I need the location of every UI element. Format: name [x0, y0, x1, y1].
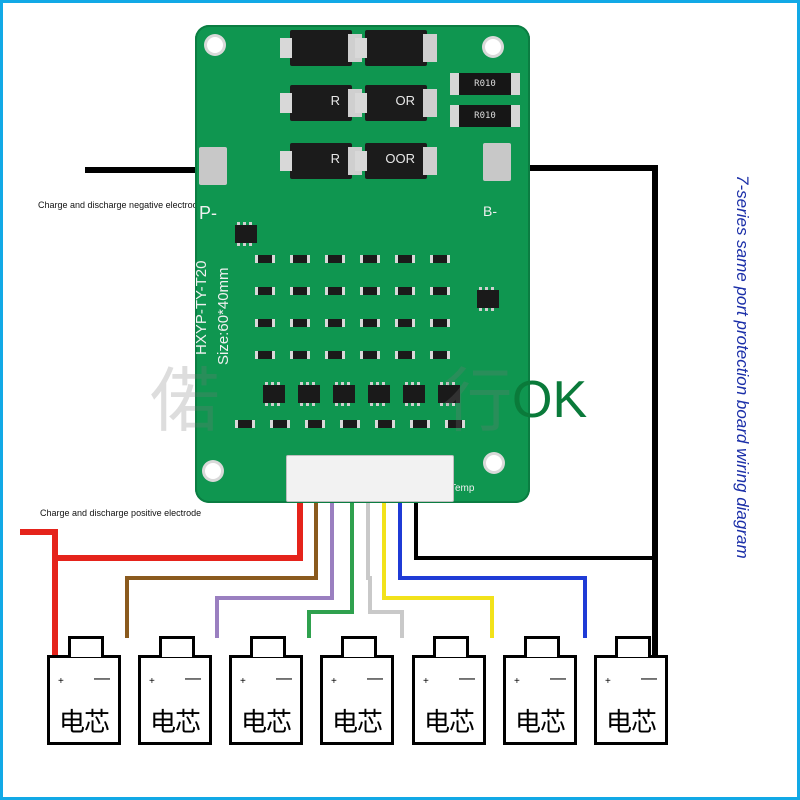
ic-chip	[477, 287, 499, 311]
watermark: 偌 行	[150, 360, 513, 442]
mosfet: OR	[355, 85, 437, 121]
wire-gray	[366, 495, 404, 638]
mount-hole	[205, 463, 221, 479]
battery-cell: +—电芯	[320, 636, 394, 745]
protection-board: R OR R OOR R010 R010 P- B- HXYP-TY-T20 S…	[193, 25, 530, 503]
wire-black-sense	[414, 495, 655, 560]
mosfet	[355, 30, 437, 66]
mosfet: R	[280, 85, 362, 121]
balance-connector	[286, 455, 454, 502]
shunt-resistor: R010	[450, 105, 520, 127]
mount-hole	[207, 37, 223, 53]
board-model-silk: HXYP-TY-T20	[193, 260, 210, 355]
mount-hole	[486, 455, 502, 471]
wire-black-b-minus	[510, 165, 658, 660]
wire-blue	[398, 495, 587, 638]
ic-chip	[235, 222, 257, 246]
battery-cell: +—电芯	[138, 636, 212, 745]
p-minus-pad	[199, 147, 227, 185]
mosfet: OOR	[355, 143, 437, 179]
wire-red	[20, 495, 303, 660]
negative-electrode-label: Charge and discharge negative electrode	[38, 200, 203, 210]
b-minus-pad	[483, 143, 511, 181]
b-minus-silk: B-	[483, 203, 497, 219]
wire-yellow	[382, 495, 494, 638]
positive-electrode-label: Charge and discharge positive electrode	[40, 508, 202, 518]
side-title: 7-series same port protection board wiri…	[733, 175, 752, 559]
mosfet	[280, 30, 362, 66]
battery-cell: +—电芯	[47, 636, 121, 745]
battery-cell: +—电芯	[412, 636, 486, 745]
ok-badge: OK	[512, 371, 588, 429]
shunt-resistor: R010	[450, 73, 520, 95]
battery-cell: +—电芯	[594, 636, 668, 745]
wire-purple	[215, 495, 334, 638]
wire-green	[307, 495, 354, 638]
wire-brown	[125, 495, 318, 638]
temp-silk: Temp	[450, 483, 475, 494]
battery-cell: +—电芯	[229, 636, 303, 745]
mosfet: R	[280, 143, 362, 179]
battery-cell: +—电芯	[503, 636, 577, 745]
mount-hole	[485, 39, 501, 55]
p-minus-silk: P-	[199, 203, 217, 223]
